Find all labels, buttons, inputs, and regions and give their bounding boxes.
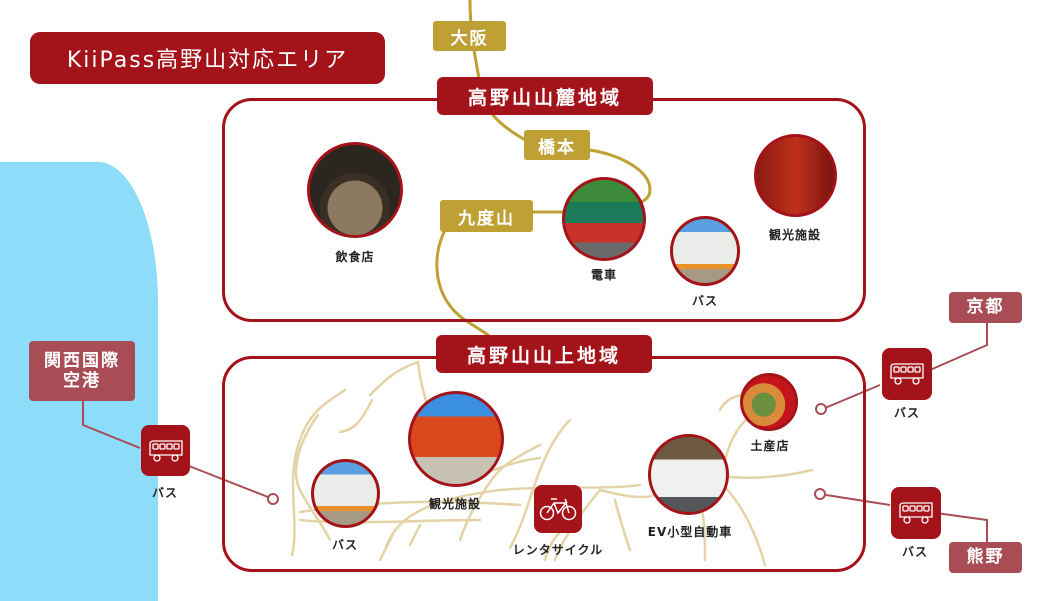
restaurant-photo	[307, 142, 403, 238]
summit-region-label: 高野山山上地域	[436, 335, 652, 373]
bus-caption-foothill: バス	[691, 294, 718, 308]
dest-kansai-airport: 関西国際 空港	[29, 341, 135, 401]
dest-kansai-line2: 空港	[63, 371, 101, 391]
bus-icon	[148, 439, 183, 462]
bus-caption-kyoto: バス	[893, 406, 920, 420]
bus-icon	[899, 502, 933, 524]
bus-tile-kyoto	[882, 348, 932, 400]
pagoda-photo	[408, 391, 504, 487]
bus-caption-kansai: バス	[151, 486, 178, 500]
restaurant-caption: 飲食店	[335, 250, 375, 264]
station-hashimoto: 橋本	[524, 130, 590, 160]
sightseeing-caption-summit: 観光施設	[428, 497, 481, 511]
train-photo	[562, 177, 646, 261]
bus-caption-summit: バス	[331, 538, 358, 552]
bus-photo-summit	[311, 459, 380, 528]
ev-car-photo	[648, 434, 729, 515]
dest-kansai-line1: 関西国際	[44, 350, 120, 371]
bus-icon	[890, 363, 924, 385]
bus-tile-kumano	[891, 487, 941, 539]
sightseeing-caption-foothill: 観光施設	[768, 228, 821, 242]
rental-bicycle-caption: レンタサイクル	[512, 543, 604, 557]
train-caption: 電車	[590, 268, 617, 282]
ev-car-caption: EV小型自動車	[647, 525, 733, 539]
station-kudoyama: 九度山	[440, 200, 533, 232]
bus-caption-kumano: バス	[901, 545, 928, 559]
dest-kumano: 熊野	[949, 542, 1022, 573]
bus-tile-kansai	[141, 425, 190, 476]
foothill-region-label: 高野山山麓地域	[437, 77, 653, 115]
souvenir-caption: 土産店	[750, 439, 790, 453]
rental-bicycle-tile	[534, 485, 582, 533]
sightseeing-photo	[754, 134, 837, 217]
bus-photo	[670, 216, 740, 286]
map-title: KiiPass高野山対応エリア	[30, 32, 385, 84]
station-osaka: 大阪	[433, 21, 506, 51]
souvenir-photo	[740, 373, 798, 431]
bicycle-icon	[539, 498, 577, 521]
dest-kyoto: 京都	[949, 292, 1022, 323]
